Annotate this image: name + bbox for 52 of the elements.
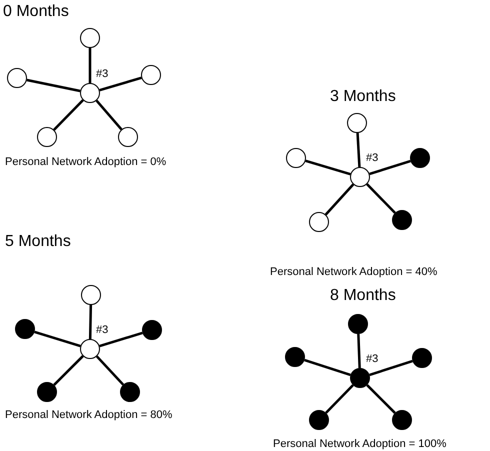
connector-line [366,384,396,414]
connector-line [96,100,122,130]
connector-line [304,358,351,376]
network-node [350,167,370,187]
connector-line [369,160,411,176]
connector-line [366,183,396,214]
connector-line [369,360,413,376]
network-node [350,368,370,388]
connector-line [88,304,92,340]
connector-line [26,78,80,92]
connector-line [324,184,354,216]
network-node [37,127,57,147]
node-number: #3 [366,152,378,164]
network-node [286,148,306,168]
node-number: #3 [96,68,108,80]
network-node [142,320,162,340]
network-node [347,113,367,133]
network-node [141,65,161,85]
network-node [120,382,140,402]
connector-line [305,160,351,176]
node-number: #3 [366,353,378,365]
network-node [309,212,329,232]
connector-line [357,334,361,368]
connector-line [356,132,361,168]
adoption-caption: Personal Network Adoption = 80% [5,409,172,421]
network-node [81,285,101,305]
network-node [37,382,57,402]
network-node [80,339,100,359]
network-node [15,319,35,339]
adoption-caption: Personal Network Adoption = 0% [5,156,166,168]
node-number: #3 [96,324,108,336]
connector-line [88,48,92,83]
network-node [348,314,368,334]
connector-line [99,76,142,92]
network-node [392,210,412,230]
network-node [392,410,412,430]
network-node [7,68,27,88]
network-node [118,127,138,147]
connector-line [96,355,124,386]
connector-line [34,330,81,348]
adoption-caption: Personal Network Adoption = 40% [270,266,438,278]
connector-line [53,355,84,386]
network-node [309,410,329,430]
network-node [412,348,432,368]
adoption-caption: Personal Network Adoption = 100% [273,438,446,450]
connector-line [325,384,354,414]
network-node [410,148,430,168]
network-node [80,83,100,103]
connector-line [53,99,84,131]
network-node [285,347,305,367]
connector-line [99,332,143,348]
network-node [80,28,100,48]
